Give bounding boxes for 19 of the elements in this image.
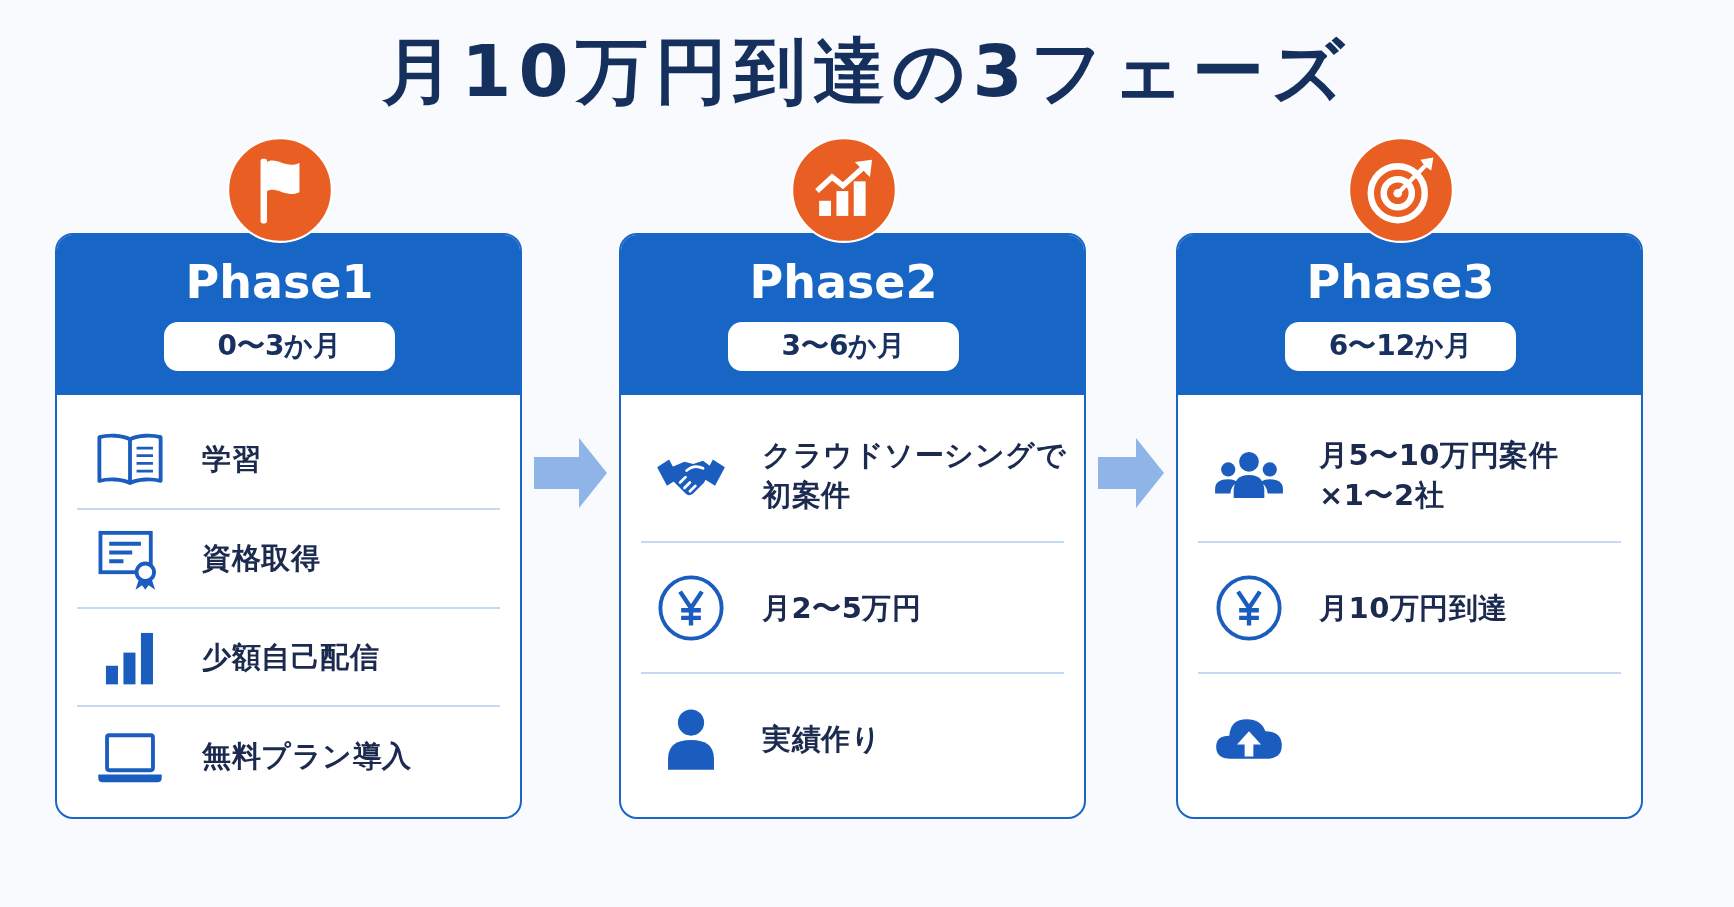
duration-badge: 6〜12か月 [1285, 321, 1516, 371]
step-text: 少額自己配信 [202, 638, 379, 676]
step-text: 月2〜5万円 [762, 589, 922, 627]
duration-badge: 3〜6か月 [728, 321, 959, 371]
step-text: 学習 [202, 441, 261, 479]
phase-title: Phase2 [749, 257, 938, 308]
step-text: 実績作り [762, 720, 881, 758]
step-text: 無料プラン導入 [202, 737, 412, 775]
phase-title: Phase3 [1306, 257, 1495, 308]
duration-badge: 0〜3か月 [164, 321, 395, 371]
step-text: 月5〜10万円案件×1〜2社 [1319, 437, 1560, 515]
step-text: 月10万円到達 [1319, 589, 1508, 627]
step-text: クラウドソーシングで初案件 [762, 437, 1067, 515]
title: 月10万円到達の3フェーズ [382, 34, 1352, 110]
phase-card [619, 233, 1086, 819]
phase-card [55, 233, 522, 819]
phase-title: Phase1 [185, 257, 374, 308]
step-text: 資格取得 [202, 539, 320, 577]
phase-card [1176, 233, 1643, 819]
